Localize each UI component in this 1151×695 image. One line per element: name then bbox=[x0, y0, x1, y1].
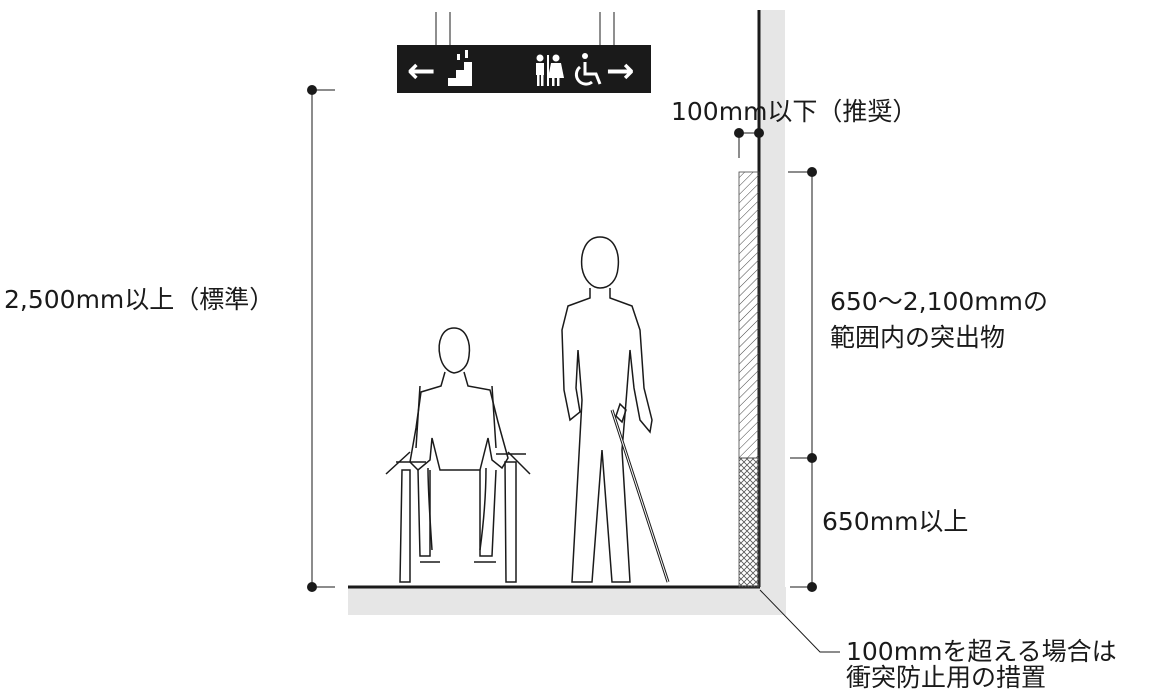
white-cane-inner bbox=[611, 409, 669, 583]
right-arrow-icon: → bbox=[606, 51, 635, 91]
collision-note-leader bbox=[759, 589, 840, 653]
wheelchair-user-figure bbox=[385, 327, 531, 583]
stairs-icon bbox=[448, 50, 472, 86]
collision-note-line1: 100mmを超える場合は bbox=[846, 637, 1117, 666]
sign-suspension-rods bbox=[435, 12, 615, 45]
standing-person-figure bbox=[561, 236, 653, 583]
floor bbox=[348, 585, 786, 615]
protrusion-range-label-line2: 範囲内の突出物 bbox=[830, 323, 1006, 352]
protrusion-range-label-line1: 650～2,100mmの bbox=[830, 287, 1048, 316]
wheelchair-icon bbox=[574, 53, 602, 86]
left-arrow-icon: ← bbox=[407, 51, 436, 91]
ceiling-height-dimension bbox=[307, 85, 335, 592]
collision-note-line2: 衝突防止用の措置 bbox=[846, 663, 1047, 692]
lower-zone-label: 650mm以上 bbox=[822, 507, 969, 536]
top-gap-label: 100mm以下（推奨） bbox=[671, 97, 918, 126]
protrusion-zone-dimension bbox=[788, 167, 817, 592]
top-gap-dimension bbox=[734, 128, 764, 158]
ceiling-height-label: 2,500mm以上（標準） bbox=[4, 285, 275, 314]
wall-protrusion bbox=[738, 171, 760, 588]
hanging-guidance-sign: ← → bbox=[397, 45, 651, 93]
restroom-icon bbox=[536, 54, 564, 86]
